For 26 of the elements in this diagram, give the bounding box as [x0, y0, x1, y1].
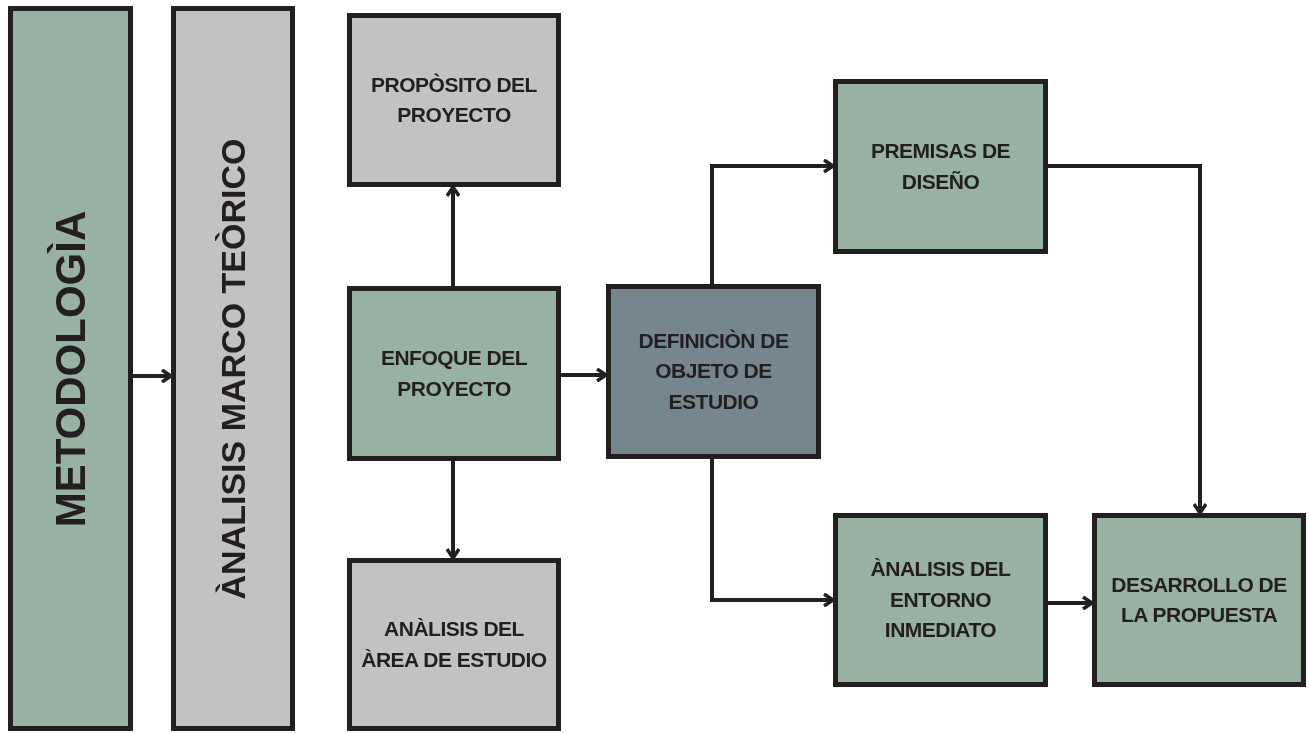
arrow: [561, 367, 608, 383]
process-box: [1092, 513, 1306, 687]
process-box: [347, 286, 561, 461]
box-label: ÀNALISIS DEL ENTORNO INMEDIATO: [869, 556, 1012, 644]
process-box: [347, 558, 561, 731]
arrow: [1048, 164, 1208, 515]
process-box: [833, 79, 1048, 254]
arrow: [133, 368, 173, 384]
box-label: ÀNALISIS MARCO TEÒRICO: [213, 138, 253, 599]
arrow: [710, 459, 835, 608]
box-label: PROPÒSITO DEL PROYECTO: [370, 71, 538, 128]
box-label: DEFINICIÒN DE OBJETO DE ESTUDIO: [637, 327, 790, 415]
arrow: [445, 185, 461, 286]
process-box: [347, 13, 561, 187]
arrow: [1048, 595, 1094, 611]
process-box: [833, 513, 1048, 687]
arrow: [445, 461, 461, 560]
process-box: [606, 284, 821, 459]
process-box: [171, 6, 295, 731]
box-label: METODOLOGÌA: [46, 210, 95, 527]
box-label: DESARROLLO DE LA PROPUESTA: [1110, 571, 1288, 628]
box-label: PREMISAS DE DISEÑO: [869, 138, 1012, 195]
arrow: [710, 158, 835, 284]
process-box: [8, 6, 133, 731]
box-label: ENFOQUE DEL PROYECTO: [379, 345, 529, 402]
box-label: ANÀLISIS DEL ÀREA DE ESTUDIO: [360, 616, 548, 673]
